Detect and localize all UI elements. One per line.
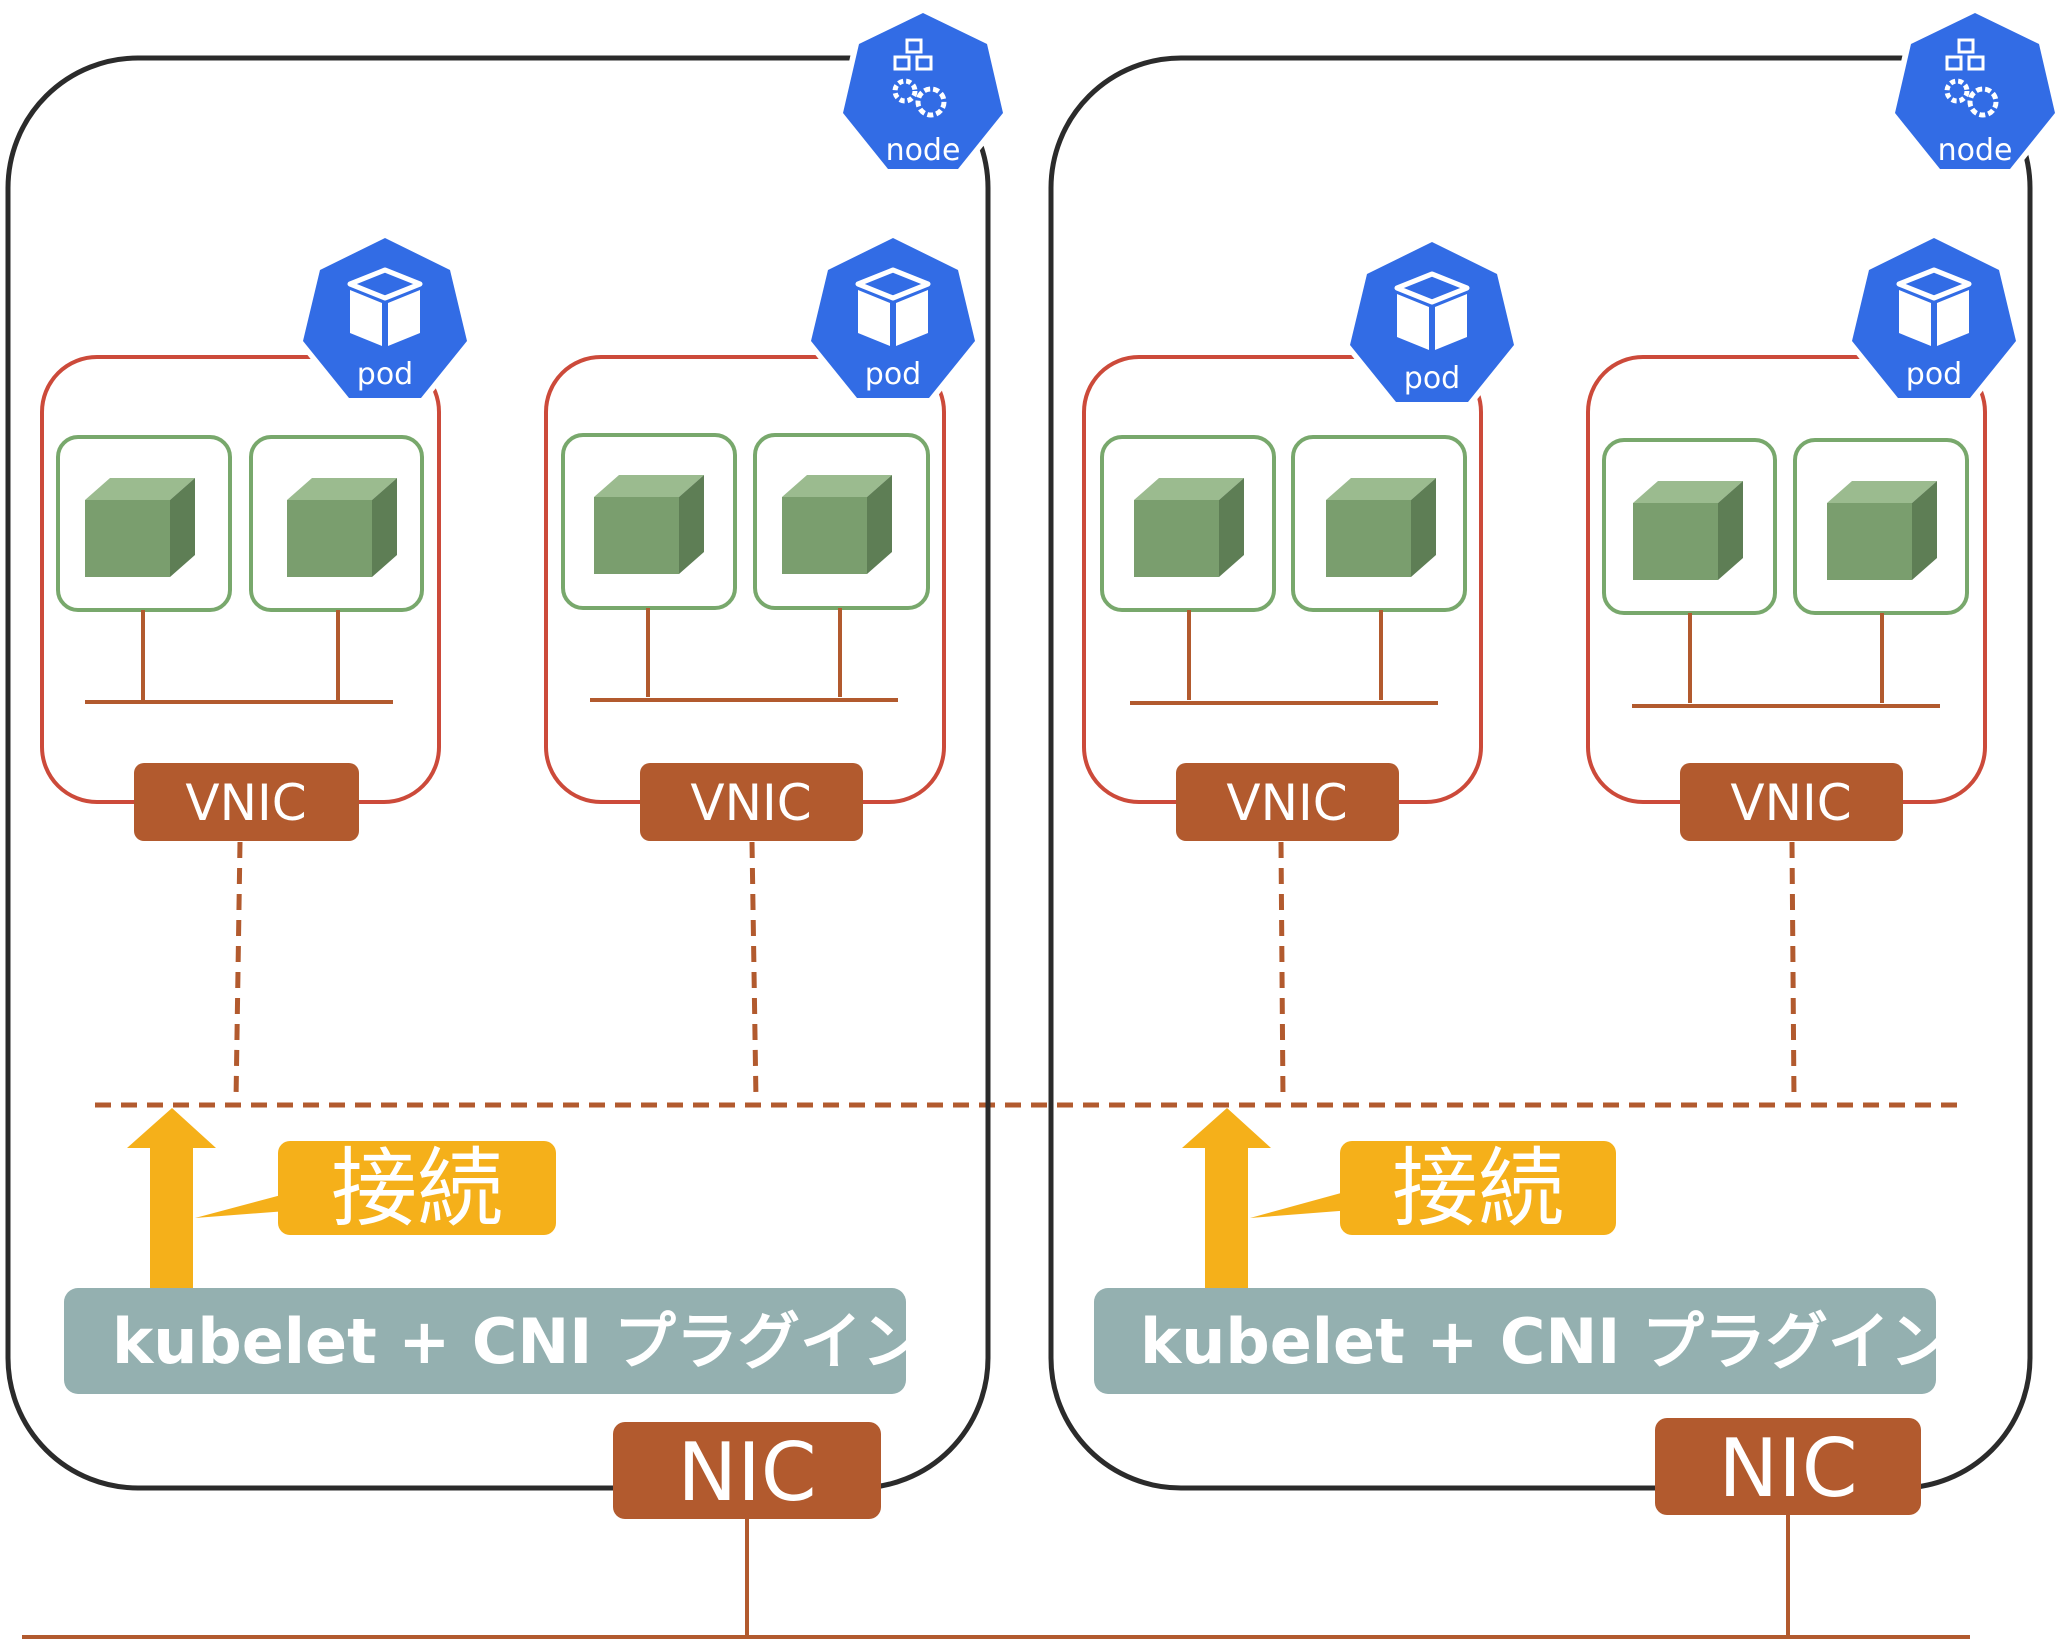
container-cube-icon (85, 478, 195, 577)
connect-arrow (1182, 1108, 1271, 1290)
connect-callout: 接続 (1250, 1139, 1616, 1239)
pod-1-1: VNIC pod (40, 232, 473, 1101)
nic-label: NIC (1718, 1422, 1857, 1515)
pod-label: pod (357, 357, 413, 392)
pod-2-1: VNIC pod (1082, 236, 1520, 1101)
k8s-pod-icon: pod (1846, 232, 2022, 403)
connect-callout: 接続 (195, 1139, 556, 1239)
node-1: node VNIC (5, 7, 1009, 1637)
pod-label: pod (1404, 361, 1460, 396)
plugin-bar (1094, 1288, 1936, 1394)
nic-badge (613, 1422, 881, 1519)
node-frame (1048, 55, 2033, 1491)
k8s-node-icon: node (1889, 7, 2061, 174)
container-cube-icon (1827, 481, 1937, 580)
nic-label: NIC (677, 1426, 816, 1519)
vnic-overlay-link (233, 841, 243, 1101)
vnic-label: VNIC (690, 774, 811, 832)
vnic-overlay-link (749, 841, 759, 1101)
connect-arrow (127, 1108, 216, 1290)
vnic-label: VNIC (185, 774, 306, 832)
pod-label: pod (1906, 357, 1962, 392)
vnic-overlay-link (1278, 841, 1286, 1101)
node-label: node (886, 133, 961, 168)
pod-2-2: VNIC pod (1586, 232, 2022, 1101)
vnic-overlay-link (1789, 841, 1797, 1101)
k8s-pod-icon: pod (805, 232, 981, 403)
container-cube-icon (594, 475, 704, 574)
pod-label: pod (865, 357, 921, 392)
container-cube-icon (287, 478, 397, 577)
plugin-label: kubelet + CNI プラグイン (1140, 1305, 1952, 1378)
plugin-bar (64, 1288, 906, 1394)
container-cube-icon (1633, 481, 1743, 580)
vnic-badge (640, 763, 863, 841)
connect-label: 接続 (331, 1139, 503, 1239)
pod-1-2: VNIC pod (544, 232, 981, 1101)
vnic-label: VNIC (1226, 774, 1347, 832)
k8s-pod-icon: pod (1344, 236, 1520, 407)
k8s-pod-icon: pod (297, 232, 473, 403)
k8s-node-icon: node (837, 7, 1009, 174)
container-cube-icon (782, 475, 892, 574)
node-2: node VNIC (1048, 7, 2061, 1637)
vnic-label: VNIC (1730, 774, 1851, 832)
node-frame (5, 55, 991, 1491)
container-cube-icon (1134, 478, 1244, 577)
node-label: node (1938, 133, 2013, 168)
nic-badge (1655, 1418, 1921, 1515)
connect-label: 接続 (1392, 1139, 1564, 1239)
vnic-badge (1680, 763, 1903, 841)
container-cube-icon (1326, 478, 1436, 577)
vnic-badge (1176, 763, 1399, 841)
vnic-badge (134, 763, 359, 841)
plugin-label: kubelet + CNI プラグイン (112, 1305, 924, 1378)
